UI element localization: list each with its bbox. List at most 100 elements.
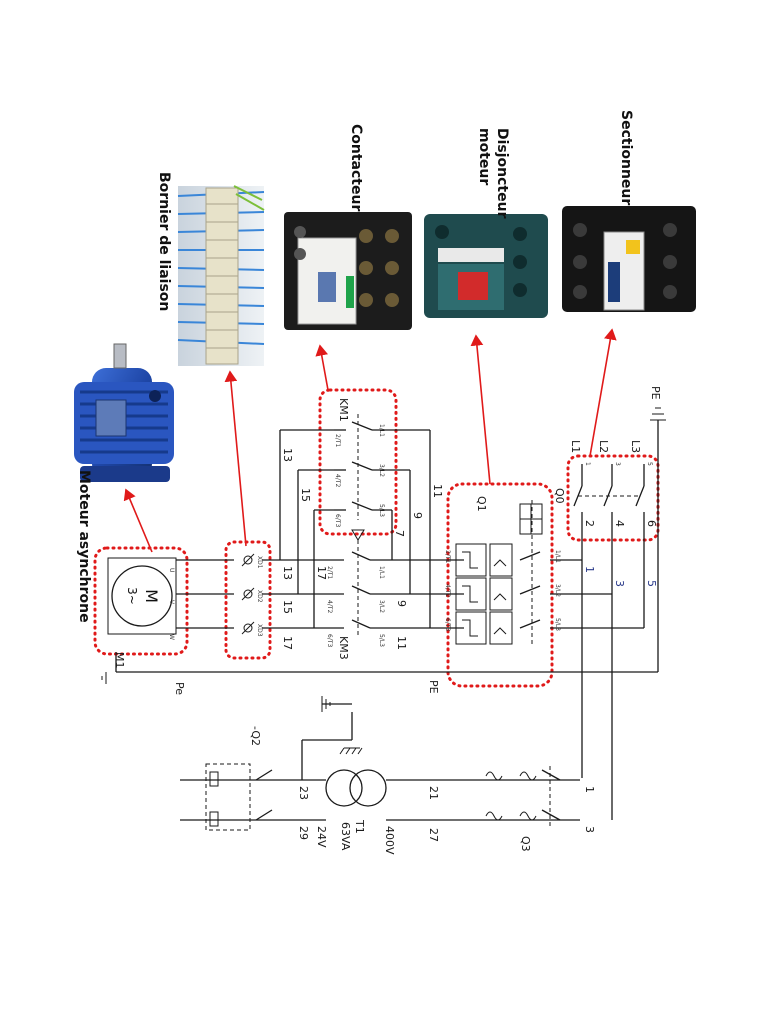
- q0-terminal-4: 4: [613, 520, 626, 527]
- wire-29: 29: [297, 826, 310, 840]
- m1-label: M1: [113, 652, 126, 669]
- caption-bornier: Bornier de liaison: [156, 172, 172, 311]
- arrow-contactor: [315, 344, 329, 391]
- terminal-block-photo: [177, 185, 265, 366]
- wire-23: 23: [297, 786, 310, 800]
- wire-9: 9: [395, 600, 408, 607]
- arrow-terminal-block: [224, 370, 247, 547]
- km1-contactor: KM1 1/L1 3/L2 5/L3 2/T1 4/T2 6/T3: [334, 398, 392, 541]
- caption-sectionneur: Sectionneur: [618, 110, 634, 205]
- wire-13-top: 13: [281, 448, 294, 462]
- km3-terminal-4t2: 4/T2: [326, 600, 333, 614]
- motor-m-label: M: [142, 589, 161, 603]
- km3-terminal-2t1: 2/T1: [326, 566, 333, 580]
- arrow-disconnector: [589, 328, 617, 457]
- motor-terminal-w: W: [168, 634, 175, 640]
- motor-terminal-u: U: [168, 568, 175, 572]
- motor-terminal-v: V: [168, 600, 175, 605]
- xd2-label: XD2: [256, 590, 263, 603]
- km3-label: KM3: [337, 636, 350, 660]
- xd3-label: XD3: [256, 624, 263, 637]
- va-label: 63VA: [339, 822, 352, 851]
- motor-3phase-label: 3~: [125, 587, 139, 605]
- disconnector-photo: [562, 206, 696, 312]
- q1-terminal-2t1: 2/T1: [444, 550, 451, 564]
- q0-terminal-1: 1: [584, 462, 591, 466]
- q1-terminal-1l1: 1/L1: [554, 550, 561, 563]
- wire-9-top: 9: [411, 512, 424, 519]
- xd1-label: XD1: [256, 556, 263, 569]
- wire-21: 21: [427, 786, 440, 800]
- highlight-contactor: [318, 388, 398, 536]
- q0-label: Q0: [553, 488, 566, 504]
- q0-terminal-6: 6: [645, 520, 658, 527]
- km3-terminal-5l3: 5/L3: [378, 634, 385, 647]
- km1-terminal-4t2: 4/T2: [334, 474, 341, 488]
- q3-label: Q3: [519, 836, 532, 852]
- caption-contacteur: Contacteur: [348, 124, 364, 211]
- highlight-terminal-block: [224, 540, 272, 660]
- terminal-block-symbol: XD1 XD2 XD3: [241, 553, 263, 637]
- km1-terminal-5l3: 5/L3: [378, 504, 385, 517]
- km3-contactor: KM3 1/L1 3/L2 5/L3 2/T1 4/T2 6/T3: [326, 566, 385, 660]
- phase-l1-label: L1: [569, 440, 582, 453]
- 24v-label: 24V: [315, 826, 328, 848]
- km3-terminal-1l1: 1/L1: [378, 566, 385, 579]
- wire-27: 27: [427, 828, 440, 842]
- q0-terminal-2: 2: [583, 520, 596, 527]
- q0-terminal-5: 5: [646, 462, 653, 466]
- breaker-photo: [424, 214, 548, 318]
- wire-3: 3: [613, 580, 626, 587]
- q1-label: Q1: [475, 496, 488, 512]
- highlight-disconnector: [566, 454, 660, 542]
- km1-terminal-3l2: 3/L2: [378, 464, 385, 477]
- km1-label: KM1: [337, 398, 350, 422]
- arrow-breaker: [470, 334, 491, 485]
- wire-17-km: 17: [315, 566, 328, 580]
- q1-terminal-4t2: 4/T2: [444, 584, 451, 598]
- km1-terminal-2t1: 2/T1: [334, 434, 341, 448]
- supply: PE L1 L2 L3: [569, 386, 666, 672]
- motor-photo: [74, 343, 174, 482]
- wire-11-top: 11: [431, 484, 444, 498]
- km1-terminal-1l1: 1/L1: [378, 424, 385, 437]
- pe-motor-label: Pe: [173, 682, 186, 695]
- phase-l3-label: L3: [629, 440, 642, 453]
- wire-3-ctrl: 3: [583, 826, 596, 833]
- control-supply: -Q2 Q3 T1 63VA 400V 24V 21 27 23 29 1 3: [180, 696, 596, 855]
- q1-terminal-5l3: 5/L3: [554, 618, 561, 631]
- km3-terminal-3l2: 3/L2: [378, 600, 385, 613]
- wire-17: 17: [281, 636, 294, 650]
- wire-11: 11: [395, 636, 408, 650]
- pe-bus-label: PE: [427, 680, 440, 694]
- caption-disjoncteur-line2: moteur: [476, 128, 492, 185]
- t1-label: T1: [353, 819, 366, 834]
- wire-5: 5: [645, 580, 658, 587]
- q1-terminal-3l2: 3/L2: [554, 584, 561, 597]
- caption-moteur: Moteur asynchrone: [76, 470, 92, 623]
- wire-15: 15: [281, 600, 294, 614]
- wire-7-top: 7: [393, 530, 406, 537]
- wire-13: 13: [281, 566, 294, 580]
- caption-disjoncteur: Disjoncteur moteur: [476, 128, 510, 223]
- km3-terminal-6t3: 6/T3: [326, 634, 333, 648]
- q0-terminal-3: 3: [614, 462, 621, 466]
- highlight-breaker: [446, 482, 554, 688]
- pe-top-label: PE: [649, 386, 662, 400]
- highlight-motor: [93, 546, 189, 656]
- 400v-label: 400V: [383, 826, 396, 855]
- q1-breaker: Q1 1/L1 3/L2 5/L3 2/T1 4/T2 6/T3: [444, 496, 561, 646]
- wire-numbers: 13 15 11 9 7 13 15 17 17 9 11 1 3 5: [281, 448, 658, 650]
- arrow-motor: [123, 488, 153, 553]
- power-wiring: [115, 429, 658, 820]
- wire-1-ctrl: 1: [583, 786, 596, 793]
- motor-symbol: M 3~ U V W M1 Pe: [101, 557, 186, 695]
- wire-1: 1: [583, 566, 596, 573]
- caption-disjoncteur-line1: Disjoncteur: [494, 128, 510, 219]
- q2-label: -Q2: [249, 726, 262, 746]
- q1-terminal-6t3: 6/T3: [444, 618, 451, 632]
- km1-terminal-6t3: 6/T3: [334, 514, 341, 528]
- phase-l2-label: L2: [597, 440, 610, 453]
